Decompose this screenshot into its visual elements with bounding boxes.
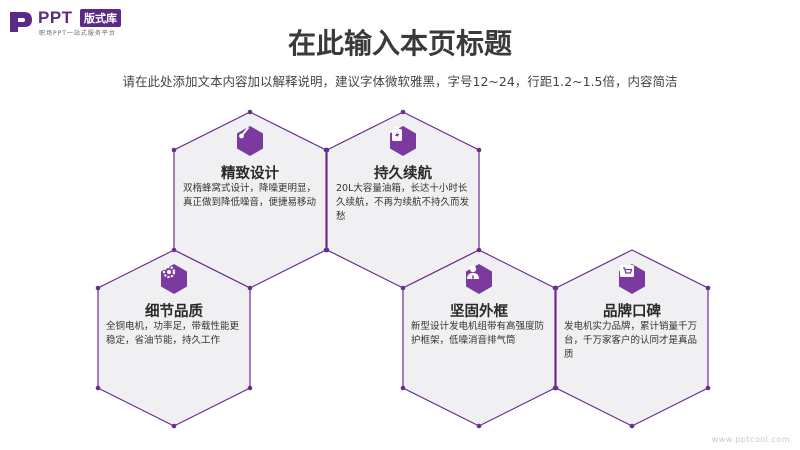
brush-icon <box>237 126 263 156</box>
feature-title-xijie: 细节品质 <box>145 304 203 320</box>
logo-tagline: 职场PPT一站式服务平台 <box>39 30 116 37</box>
feature-title-pinpai: 品牌口碑 <box>603 304 661 320</box>
page-subtitle: 请在此处添加文本内容加以解释说明，建议字体微软雅黑，字号12~24，行距1.2~… <box>122 74 678 89</box>
feature-title-jiangu: 坚固外框 <box>450 304 508 320</box>
feature-desc-jingzhi: 双楕蜂窝式设计，降噪更明显，真正做到降低噪音，便捷易移动 <box>183 183 317 208</box>
user-icon <box>466 264 492 294</box>
cart-icon <box>619 264 645 294</box>
feature-title-chijiu: 持久续航 <box>374 166 432 182</box>
logo-badge: 版式库 <box>80 9 121 27</box>
gear-icon <box>161 264 187 294</box>
logo-mark-icon <box>10 12 32 32</box>
feature-desc-xijie: 全铜电机，功率足，带载性能更稳定，省油节能，持久工作 <box>106 321 240 346</box>
feature-desc-jiangu: 新型设计发电机组带有高强度防护框架，低噪消音排气筒 <box>411 321 545 346</box>
feature-desc-pinpai: 发电机实力品牌，累计销量千万台，千万家客户的认同才是真品质 <box>564 321 698 360</box>
logo: PPT 版式库 职场PPT一站式服务平台 <box>8 8 148 37</box>
logo-name: PPT <box>38 8 73 27</box>
feature-title-jingzhi: 精致设计 <box>221 166 279 182</box>
page-title: 在此输入本页标题 <box>287 27 512 60</box>
feature-desc-chijiu: 20L大容量油箱，长达十小时长久续航，不再为续航不持久而发愁 <box>336 183 470 222</box>
watermark: www.pptcool.com <box>711 435 790 444</box>
battery-icon <box>390 126 416 156</box>
